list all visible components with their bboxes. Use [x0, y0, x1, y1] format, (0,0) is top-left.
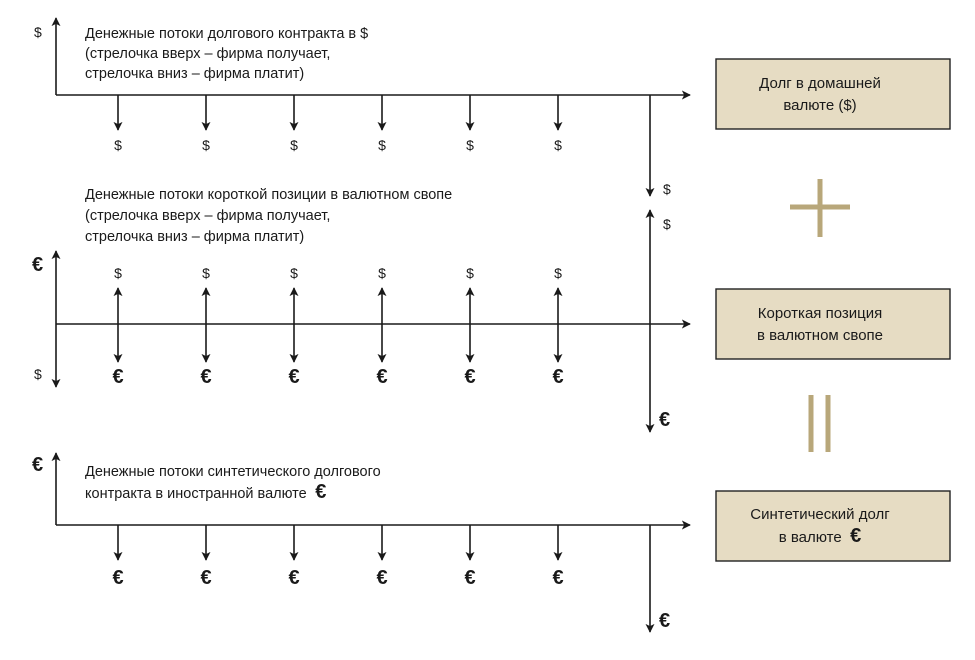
domestic-payment-label-1: $ [114, 137, 122, 153]
swap-caption-line-2: (стрелочка вверх – фирма получает, [85, 208, 330, 224]
short-swap-box-line-1: Короткая позиция [758, 305, 882, 322]
swap-pay-label-1: € [112, 366, 123, 388]
synthetic-debt-box-euro-symbol: € [850, 525, 861, 547]
swap-receive-label-3: $ [290, 265, 298, 281]
swap-pay-label-3: € [288, 366, 299, 388]
domestic-debt-box-line-2: валюте ($) [783, 97, 856, 114]
synthetic-periodic-payments: € € € € € € [112, 525, 564, 589]
synthetic-payment-label-2: € [200, 567, 211, 589]
synthetic-debt-timeline: € Денежные потоки синтетического долгово… [32, 452, 691, 633]
synthetic-payment-label-3: € [288, 567, 299, 589]
domestic-final-payment-label: $ [663, 181, 671, 197]
domestic-periodic-payments: $ $ $ $ $ $ [113, 95, 563, 153]
domestic-caption-line-3: стрелочка вниз – фирма платит) [85, 66, 304, 82]
swap-receive-label-1: $ [114, 265, 122, 281]
swap-final-receive-label: $ [663, 216, 671, 232]
plus-operator [790, 179, 850, 237]
domestic-vertical-axis-label: $ [34, 24, 42, 40]
synthetic-debt-box: Синтетический долг в валюте € [715, 490, 951, 562]
synthetic-final-payment-label: € [659, 610, 670, 632]
synthetic-caption-line-1: Денежные потоки синтетического долгового [85, 464, 381, 480]
swap-final-pay-label: € [659, 409, 670, 431]
domestic-payment-label-4: $ [378, 137, 386, 153]
swap-caption-line-1: Денежные потоки короткой позиции в валют… [85, 187, 452, 203]
domestic-debt-box: Долг в домашней валюте ($) [715, 58, 951, 130]
swap-pay-label-2: € [200, 366, 211, 388]
swap-timeline: € $ Денежные потоки короткой позиции в в… [32, 187, 691, 433]
synthetic-caption-euro-symbol: € [315, 481, 326, 503]
swap-vertical-axis-top-label: € [32, 254, 43, 276]
domestic-payment-label-6: $ [554, 137, 562, 153]
synthetic-caption-line-2: контракта в иностранной валюте € [85, 481, 326, 503]
swap-pay-label-5: € [464, 366, 475, 388]
domestic-debt-box-line-1: Долг в домашней [759, 75, 881, 92]
swap-caption-line-3: стрелочка вниз – фирма платит) [85, 229, 304, 245]
swap-receive-label-2: $ [202, 265, 210, 281]
domestic-debt-timeline: $ Денежные потоки долгового контракта в … [34, 17, 691, 197]
swap-receive-label-5: $ [466, 265, 474, 281]
domestic-debt-box-frame [715, 58, 951, 130]
synthetic-caption-line-2-text: контракта в иностранной валюте [85, 486, 307, 502]
domestic-payment-label-2: $ [202, 137, 210, 153]
synthetic-payment-label-5: € [464, 567, 475, 589]
equals-operator [808, 395, 831, 452]
domestic-payment-label-5: $ [466, 137, 474, 153]
swap-vertical-axis-bottom-label: $ [34, 366, 42, 382]
short-swap-box-line-2: в валютном свопе [757, 327, 883, 344]
synthetic-vertical-axis-label: € [32, 454, 43, 476]
short-swap-box: Короткая позиция в валютном свопе [715, 288, 951, 360]
synthetic-payment-label-4: € [376, 567, 387, 589]
swap-pay-label-6: € [552, 366, 563, 388]
synthetic-debt-box-line-2: в валюте € [779, 525, 862, 547]
synthetic-debt-box-line-2-text: в валюте [779, 529, 842, 546]
domestic-caption-line-2: (стрелочка вверх – фирма получает, [85, 46, 330, 62]
swap-pay-label-4: € [376, 366, 387, 388]
synthetic-payment-label-1: € [112, 567, 123, 589]
domestic-payment-label-3: $ [290, 137, 298, 153]
domestic-caption-line-1: Денежные потоки долгового контракта в $ [85, 26, 368, 42]
synthetic-debt-box-frame [715, 490, 951, 562]
swap-receive-label-4: $ [378, 265, 386, 281]
synthetic-debt-box-line-1: Синтетический долг [750, 506, 890, 523]
swap-receive-label-6: $ [554, 265, 562, 281]
synthetic-payment-label-6: € [552, 567, 563, 589]
short-swap-box-frame [715, 288, 951, 360]
swap-periodic-exchanges: $ € $ € $ € $ € $ € $ € [112, 265, 563, 388]
